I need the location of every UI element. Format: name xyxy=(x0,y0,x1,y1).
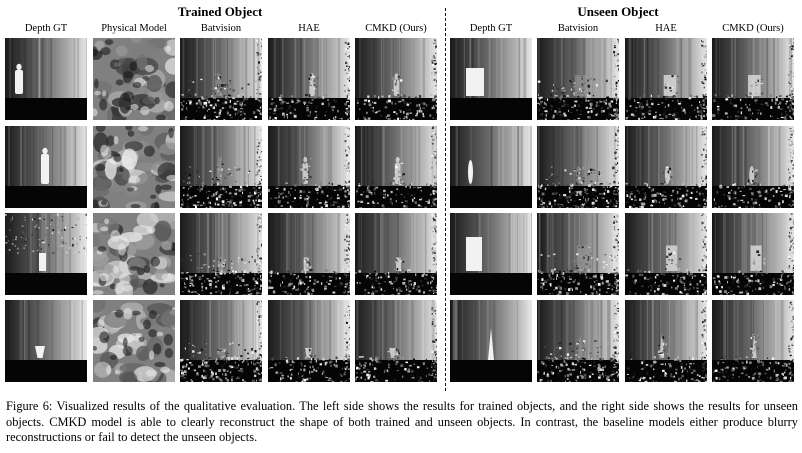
result-image-trained-depth-gt-row-2 xyxy=(5,126,87,208)
result-image-unseen-hae-row-2 xyxy=(625,126,707,208)
result-image-unseen-batvision-row-2 xyxy=(537,126,619,208)
result-image-trained-physical-model-row-2 xyxy=(93,126,175,208)
col-label-trained-hae: HAE xyxy=(298,23,320,34)
result-image-unseen-depth-gt-row-2 xyxy=(450,126,532,208)
result-image-unseen-hae-row-3 xyxy=(625,213,707,295)
trained-object-title: Trained Object xyxy=(177,4,263,19)
result-image-unseen-depth-gt-row-3 xyxy=(450,213,532,295)
result-image-trained-batvision-row-2 xyxy=(180,126,262,208)
col-label-trained-depth-gt: Depth GT xyxy=(24,23,68,34)
result-image-unseen-depth-gt-row-4 xyxy=(450,300,532,382)
col-label-unseen-batvision: Batvision xyxy=(557,23,599,34)
result-image-unseen-cmkd-row-1 xyxy=(712,38,794,120)
result-image-unseen-batvision-row-1 xyxy=(537,38,619,120)
figure-caption: Figure 6: Visualized results of the qual… xyxy=(6,399,798,444)
result-image-unseen-cmkd-row-2 xyxy=(712,126,794,208)
result-image-trained-cmkd-row-4 xyxy=(355,300,437,382)
col-label-trained-physical-model: Physical Model xyxy=(101,23,167,34)
result-image-trained-cmkd-row-3 xyxy=(355,213,437,295)
result-image-trained-hae-row-2 xyxy=(268,126,350,208)
result-image-unseen-hae-row-1 xyxy=(625,38,707,120)
result-image-trained-hae-row-4 xyxy=(268,300,350,382)
col-label-trained-cmkd: CMKD (Ours) xyxy=(365,23,427,34)
result-image-unseen-batvision-row-3 xyxy=(537,213,619,295)
col-label-unseen-cmkd: CMKD (Ours) xyxy=(722,23,784,34)
result-image-trained-depth-gt-row-3 xyxy=(5,213,87,295)
result-image-unseen-batvision-row-4 xyxy=(537,300,619,382)
result-image-trained-batvision-row-3 xyxy=(180,213,262,295)
result-image-unseen-cmkd-row-3 xyxy=(712,213,794,295)
result-image-trained-batvision-row-4 xyxy=(180,300,262,382)
result-image-unseen-hae-row-4 xyxy=(625,300,707,382)
result-image-trained-depth-gt-row-1 xyxy=(5,38,87,120)
result-image-trained-cmkd-row-1 xyxy=(355,38,437,120)
unseen-object-title: Unseen Object xyxy=(577,4,659,19)
result-image-trained-hae-row-3 xyxy=(268,213,350,295)
section-divider xyxy=(445,8,446,391)
result-image-unseen-depth-gt-row-1 xyxy=(450,38,532,120)
col-label-trained-batvision: Batvision xyxy=(200,23,242,34)
col-label-unseen-depth-gt: Depth GT xyxy=(469,23,513,34)
result-image-trained-depth-gt-row-4 xyxy=(5,300,87,382)
result-image-trained-physical-model-row-1 xyxy=(93,38,175,120)
col-label-unseen-hae: HAE xyxy=(655,23,677,34)
result-image-trained-cmkd-row-2 xyxy=(355,126,437,208)
result-image-unseen-cmkd-row-4 xyxy=(712,300,794,382)
result-image-trained-batvision-row-1 xyxy=(180,38,262,120)
result-image-trained-hae-row-1 xyxy=(268,38,350,120)
result-image-trained-physical-model-row-4 xyxy=(93,300,175,382)
result-image-trained-physical-model-row-3 xyxy=(93,213,175,295)
